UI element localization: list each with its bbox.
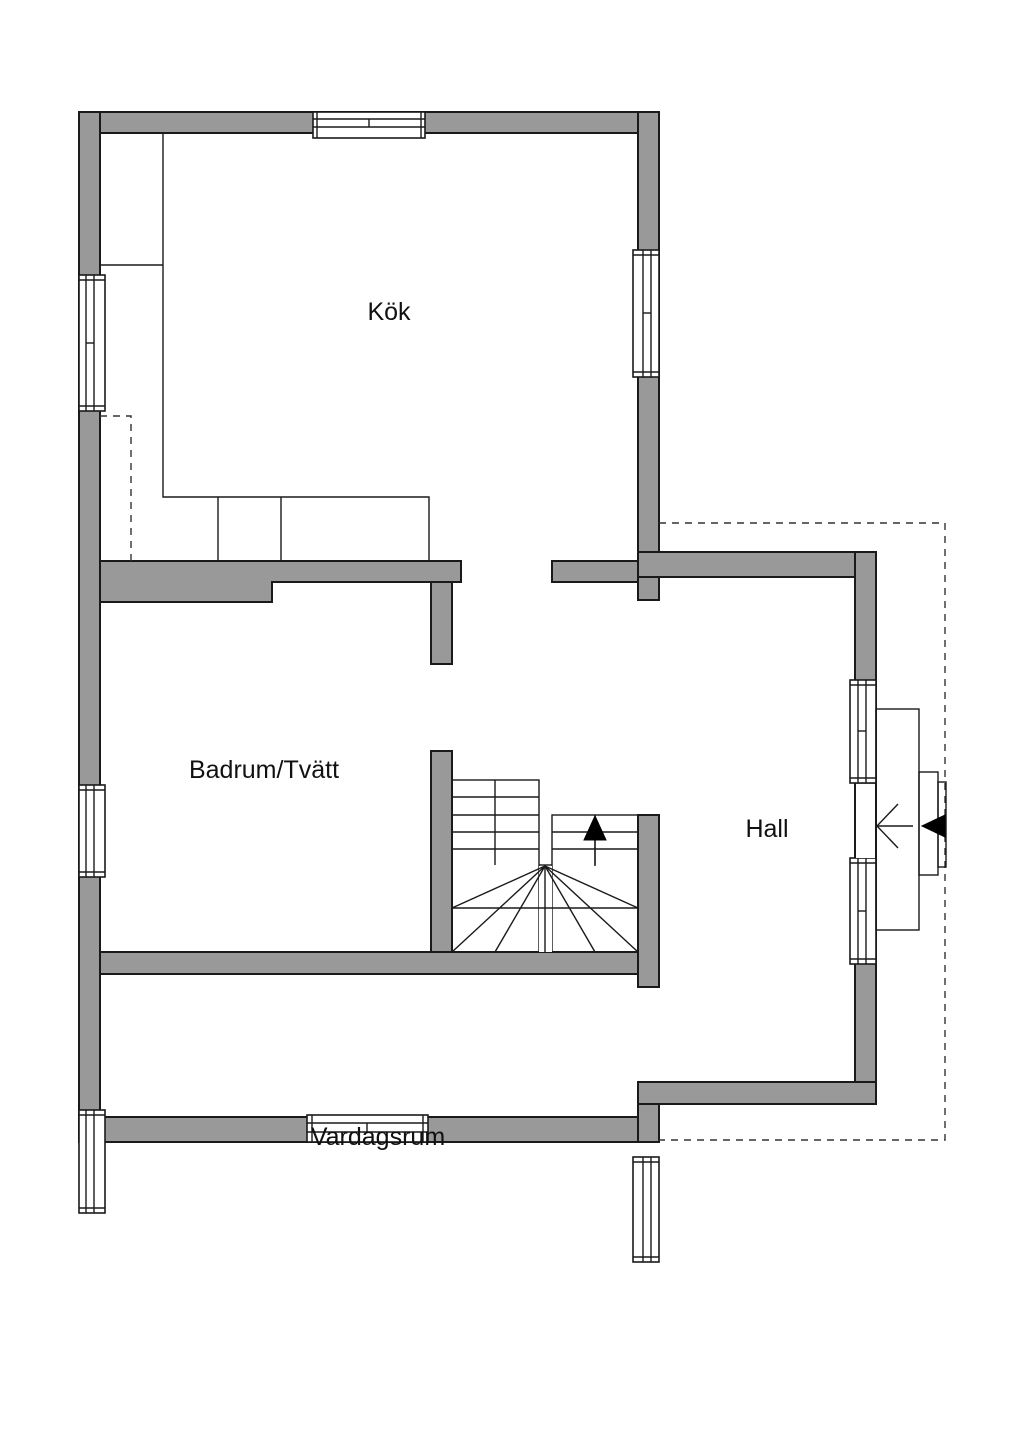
window-icon xyxy=(849,857,877,965)
wall-kitchen-door-right xyxy=(551,560,639,583)
walls xyxy=(78,111,877,1143)
windows xyxy=(78,111,877,1263)
wall-seams xyxy=(80,113,875,1141)
room-label-vardagsrum: Vardagsrum xyxy=(311,1123,445,1151)
window-icon xyxy=(78,784,106,878)
kitchen-counters xyxy=(100,133,430,561)
wall-hall-bottom xyxy=(637,1081,877,1105)
entrance xyxy=(659,522,947,1141)
window-icon xyxy=(312,111,426,139)
entrance-arrow-icon xyxy=(876,803,946,849)
window-icon xyxy=(632,1156,660,1263)
wall-bath-living xyxy=(99,951,639,975)
window-icon xyxy=(632,249,660,378)
room-label-hall: Hall xyxy=(745,815,788,843)
staircase xyxy=(451,779,639,953)
wall-stub-upper xyxy=(430,581,453,665)
window-icon xyxy=(78,274,106,412)
wall-hall-top xyxy=(637,551,877,578)
wall-bath-stair xyxy=(430,750,453,954)
window-icon xyxy=(849,679,877,784)
wall-left xyxy=(78,111,101,1143)
room-label-badrum-tvatt: Badrum/Tvätt xyxy=(189,756,339,784)
window-icon xyxy=(306,1114,429,1143)
wall-kitchen-bath xyxy=(99,560,462,603)
room-label-kok: Kök xyxy=(367,298,411,326)
window-icon xyxy=(78,1109,106,1214)
stair-up-arrow-icon xyxy=(583,814,607,866)
